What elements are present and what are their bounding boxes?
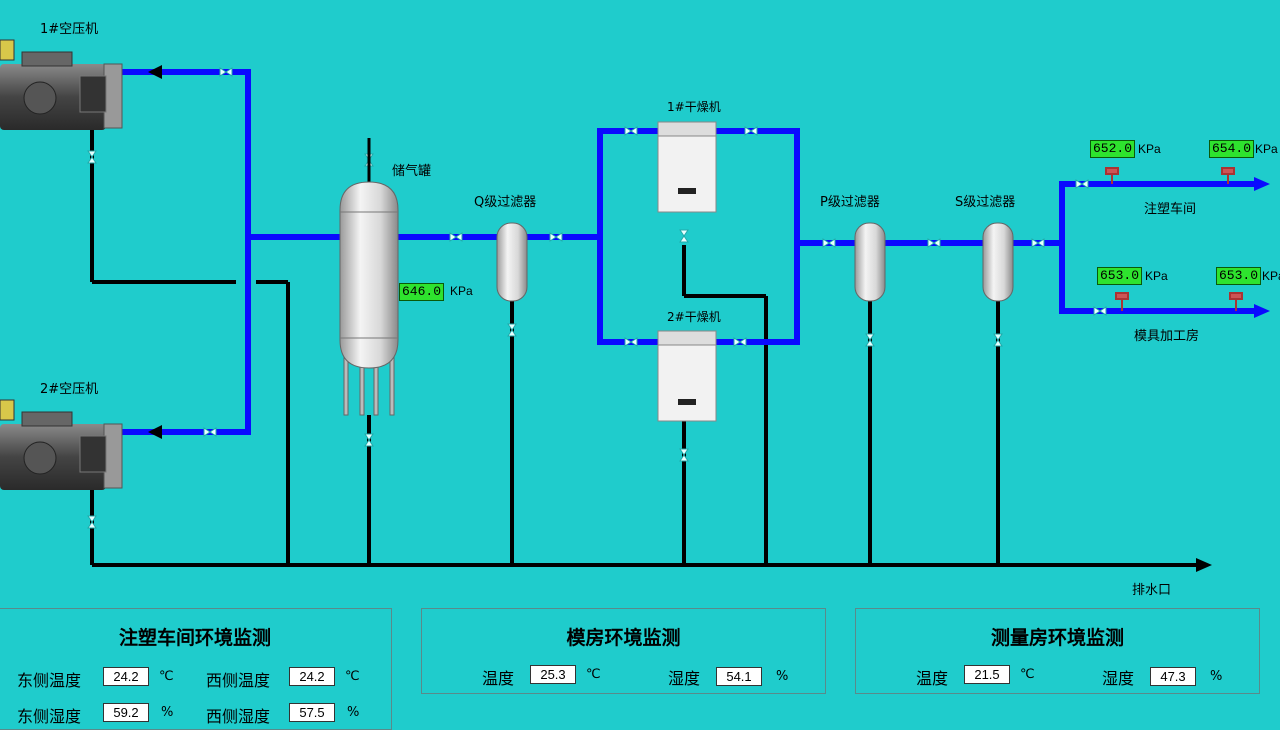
tank-pressure-value: 646.0 — [399, 283, 445, 301]
compressor-1-label: 1#空压机 — [40, 22, 99, 37]
measure-temp-unit: ℃ — [1020, 667, 1035, 682]
tank-pressure-unit: KPa — [450, 284, 473, 298]
mold-hum-value: 54.1 — [716, 667, 762, 686]
line2-pressure-a: 653.0 — [1097, 267, 1143, 285]
dryer-1-label: 1#干燥机 — [667, 100, 721, 114]
s-filter[interactable] — [982, 222, 1014, 302]
q-filter[interactable] — [496, 222, 528, 302]
q-filter-label: Q级过滤器 — [474, 195, 537, 210]
mold-temp-unit: ℃ — [586, 667, 601, 682]
west-hum-value: 57.5 — [289, 703, 335, 722]
tank-label: 储气罐 — [392, 164, 432, 179]
p-filter[interactable] — [854, 222, 886, 302]
mold-env-panel: 模房环境监测 温度 25.3 ℃ 湿度 54.1 % — [421, 608, 826, 694]
line1-pressure-b-unit: KPa — [1255, 142, 1278, 156]
measure-hum-value: 47.3 — [1150, 667, 1196, 686]
pressure-gauges — [1105, 167, 1243, 311]
drain-label: 排水口 — [1132, 583, 1172, 598]
injection-env-panel: 注塑车间环境监测 东侧温度 24.2 ℃ 西侧温度 24.2 ℃ 东侧湿度 59… — [0, 608, 392, 730]
mold-hum-label: 湿度 — [668, 669, 701, 688]
p-filter-label: P级过滤器 — [820, 195, 880, 210]
measure-hum-unit: % — [1210, 669, 1223, 684]
storage-tank[interactable] — [339, 138, 399, 416]
mold-temp-value: 25.3 — [530, 665, 576, 684]
west-hum-unit: % — [347, 705, 360, 720]
dryer-1[interactable] — [657, 121, 717, 213]
measure-temp-value: 21.5 — [964, 665, 1010, 684]
measure-env-panel: 测量房环境监测 温度 21.5 ℃ 湿度 47.3 % — [855, 608, 1260, 694]
line1-pressure-b: 654.0 — [1209, 140, 1255, 158]
east-hum-value: 59.2 — [103, 703, 149, 722]
mold-hum-unit: % — [776, 669, 789, 684]
dryer-2-label: 2#干燥机 — [667, 310, 721, 324]
east-temp-value: 24.2 — [103, 667, 149, 686]
drain-piping — [90, 125, 1212, 572]
line1-pressure-a-unit: KPa — [1138, 142, 1161, 156]
west-temp-value: 24.2 — [289, 667, 335, 686]
east-temp-label: 东侧温度 — [17, 671, 82, 690]
west-hum-label: 西侧湿度 — [206, 707, 271, 726]
measure-hum-label: 湿度 — [1102, 669, 1135, 688]
mold-temp-label: 温度 — [482, 669, 515, 688]
measure-panel-title: 测量房环境监测 — [990, 627, 1124, 649]
s-filter-label: S级过滤器 — [955, 195, 1016, 210]
process-diagram — [0, 39, 1270, 572]
measure-temp-label: 温度 — [916, 669, 949, 688]
line2-label: 模具加工房 — [1134, 329, 1200, 344]
line2-pressure-a-unit: KPa — [1145, 269, 1168, 283]
line2-pressure-b: 653.0 — [1216, 267, 1262, 285]
compressor-2-label: 2#空压机 — [40, 382, 99, 397]
compressor-2[interactable] — [0, 399, 123, 490]
east-hum-label: 东侧湿度 — [17, 707, 82, 726]
line1-pressure-a: 652.0 — [1090, 140, 1136, 158]
mold-panel-title: 模房环境监测 — [566, 627, 681, 649]
line1-label: 注塑车间 — [1144, 202, 1197, 217]
line2-pressure-b-unit: KPa — [1262, 269, 1280, 283]
injection-panel-title: 注塑车间环境监测 — [118, 627, 271, 649]
dryer-2[interactable] — [657, 330, 717, 422]
compressor-1[interactable] — [0, 39, 123, 130]
west-temp-label: 西侧温度 — [206, 671, 271, 690]
west-temp-unit: ℃ — [345, 669, 360, 684]
east-hum-unit: % — [161, 705, 174, 720]
east-temp-unit: ℃ — [159, 669, 174, 684]
